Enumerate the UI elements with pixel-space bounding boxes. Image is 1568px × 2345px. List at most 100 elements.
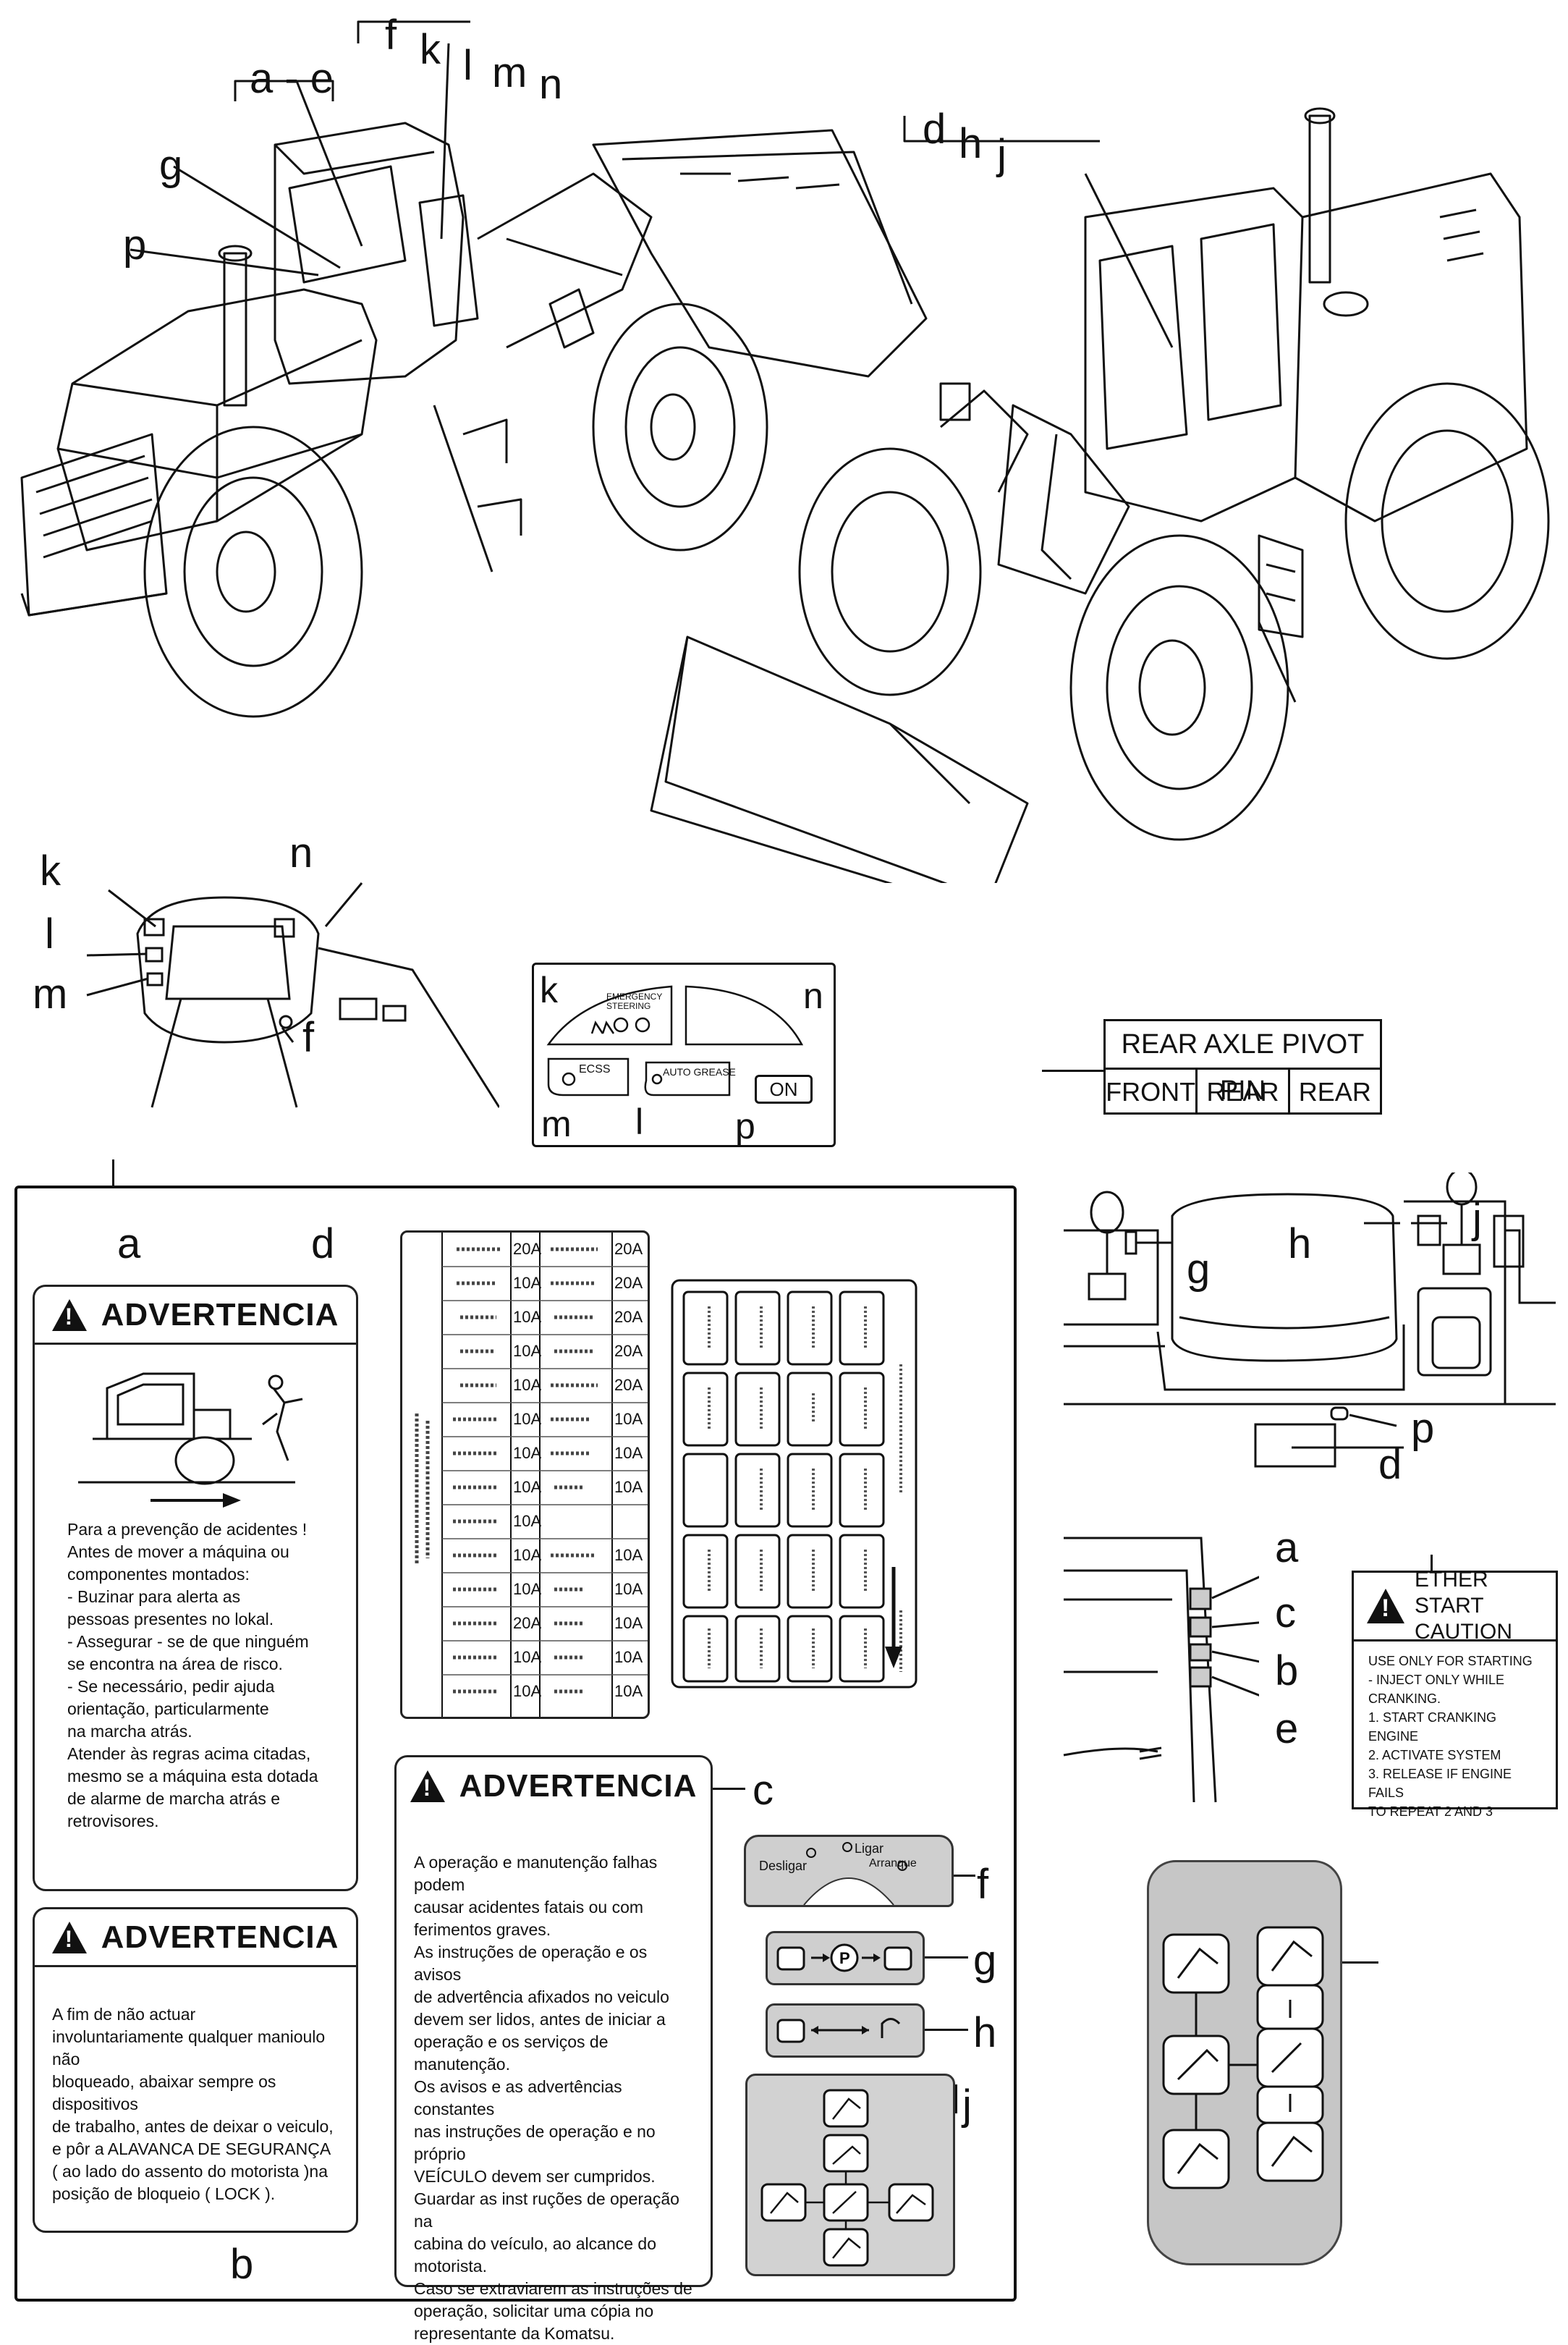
panel-callout-c: c xyxy=(753,1767,774,1814)
callout-a-e: a - e xyxy=(250,55,334,102)
decal-sheet-leader xyxy=(112,1159,114,1187)
fuse-right-12: 10A xyxy=(614,1614,643,1632)
key-switch-arc xyxy=(803,1842,907,1905)
key-switch-leader xyxy=(954,1875,975,1877)
dashboard-sketch xyxy=(86,882,499,1108)
fuse-table-d: 20A 10A 10A 10A 10A 10A 10A 10A 10A 10A … xyxy=(400,1230,650,1719)
warning-c-leader xyxy=(713,1788,745,1790)
panel-callout-b: b xyxy=(230,2241,254,2288)
cab-interior-sketch xyxy=(1064,1172,1556,1468)
warning-decal-a: ADVERTENCIA Para a prevenção de acidente… xyxy=(33,1285,358,1891)
key-switch-on-label: Ligar xyxy=(855,1841,884,1856)
callout-h: h xyxy=(959,120,983,167)
rear-axle-pivot-pin-label: REAR AXLE PIVOT PIN FRONT REAR REAR xyxy=(1103,1019,1382,1115)
lock-to-unlock-icon: P xyxy=(776,1943,912,1972)
side-panel-sketch xyxy=(1063,1537,1259,1803)
warning-triangle-icon xyxy=(410,1770,445,1802)
side-callout-b: b xyxy=(1275,1647,1299,1694)
warning-triangle-icon xyxy=(51,1921,87,1953)
caution-triangle-icon xyxy=(1367,1589,1404,1623)
warning-b-header: ADVERTENCIA xyxy=(35,1909,356,1967)
panel-callout-g: g xyxy=(973,1937,997,1984)
loader-rear-view xyxy=(20,122,928,718)
dash-callout-l: l xyxy=(45,910,54,958)
reversing-machine-pictogram xyxy=(78,1372,303,1508)
fuse-left-12: 20A xyxy=(513,1614,542,1632)
fuse-right-13: 10A xyxy=(614,1648,643,1666)
joystick-plate-icons xyxy=(1162,1926,1324,2189)
fuse-left-10: 10A xyxy=(513,1546,542,1564)
dash-callout-f: f xyxy=(302,1014,315,1061)
callout-n: n xyxy=(539,61,563,108)
panel-callout-h: h xyxy=(973,2009,997,2056)
rear-axle-title: REAR AXLE PIVOT PIN xyxy=(1106,1021,1380,1106)
fuse-right-2: 20A xyxy=(614,1274,643,1292)
callout-g: g xyxy=(159,142,183,189)
switch-callout-m: m xyxy=(541,1104,572,1144)
callout-l: l xyxy=(463,42,472,89)
fuse-left-6: 10A xyxy=(513,1410,542,1428)
ecss-label: ECSS xyxy=(579,1063,611,1076)
cab-callout-p: p xyxy=(1411,1405,1435,1452)
callout-j: j xyxy=(997,131,1007,178)
parking-lever-decal-g: P xyxy=(766,1931,925,1985)
warning-b-title: ADVERTENCIA xyxy=(101,1919,339,1955)
switch-callout-p: p xyxy=(735,1106,755,1146)
warning-decal-b: ADVERTENCIA A fim de não actuar involunt… xyxy=(33,1907,358,2233)
panel-callout-a: a xyxy=(117,1220,141,1267)
ether-caution-title-2: CAUTION xyxy=(1415,1620,1512,1644)
switch-panel-shapes xyxy=(546,985,804,1097)
fuse-left-5: 10A xyxy=(513,1376,542,1394)
ether-caution-header: ETHER START CAUTION xyxy=(1354,1568,1556,1644)
ether-start-caution-decal: ETHER START CAUTION USE ONLY FOR STARTIN… xyxy=(1352,1568,1558,1819)
warning-a-title: ADVERTENCIA xyxy=(101,1296,339,1332)
ether-caution-title-1: ETHER START xyxy=(1415,1568,1488,1618)
fuse-table-grid xyxy=(415,1233,648,1717)
ether-caution-leader xyxy=(1431,1555,1433,1571)
fuse-right-7: 10A xyxy=(614,1444,643,1462)
warning-triangle-icon xyxy=(51,1298,87,1331)
fuse-left-13: 10A xyxy=(513,1648,542,1666)
loader-illustrations xyxy=(20,20,1550,883)
callout-p: p xyxy=(123,221,147,269)
rear-axle-cell-rear-2: REAR xyxy=(1298,1077,1371,1107)
joystick-pattern-decal-j xyxy=(745,2074,955,2276)
cab-callout-g: g xyxy=(1187,1246,1211,1293)
on-button[interactable]: ON xyxy=(755,1075,813,1104)
svg-text:P: P xyxy=(839,1949,850,1967)
fuse-left-8: 10A xyxy=(513,1478,542,1496)
fuse-left-1: 20A xyxy=(513,1240,542,1258)
panel-callout-d: d xyxy=(311,1220,335,1267)
fuse-right-3: 20A xyxy=(614,1308,643,1326)
cab-callout-h: h xyxy=(1288,1220,1312,1267)
fuse-left-7: 10A xyxy=(513,1444,542,1462)
callout-f: f xyxy=(385,12,397,59)
rear-axle-leader xyxy=(1042,1070,1106,1072)
joystick-pattern-leader xyxy=(955,2084,957,2113)
fuse-right-11: 10A xyxy=(614,1580,643,1598)
cab-callout-j: j xyxy=(1472,1195,1482,1242)
lock-lever-leader xyxy=(925,2029,968,2031)
fuse-left-9: 10A xyxy=(513,1512,542,1530)
lock-lever-decal-h xyxy=(766,2003,925,2058)
fuse-left-4: 10A xyxy=(513,1342,542,1360)
joystick-pattern-plate xyxy=(1147,1860,1342,2265)
emergency-steering-label: EMERGENCY STEERING xyxy=(606,992,663,1011)
warning-a-header: ADVERTENCIA xyxy=(35,1287,356,1345)
lock-unlock-icon xyxy=(776,2018,901,2043)
panel-callout-f: f xyxy=(977,1861,989,1908)
side-callout-a: a xyxy=(1275,1524,1299,1571)
dash-callout-m: m xyxy=(33,971,68,1018)
loader-front-view xyxy=(650,107,1550,883)
warning-c-header: ADVERTENCIA xyxy=(397,1757,711,1815)
joystick-pattern-icons xyxy=(760,2089,934,2267)
dash-callout-n: n xyxy=(289,829,313,876)
side-callout-c: c xyxy=(1275,1589,1296,1636)
joystick-plate-leader xyxy=(1342,1961,1378,1964)
cab-callout-d: d xyxy=(1378,1441,1402,1488)
fuse-right-4: 20A xyxy=(614,1342,643,1360)
fuse-right-8: 10A xyxy=(614,1478,643,1496)
fuse-left-11: 10A xyxy=(513,1580,542,1598)
switch-callout-k: k xyxy=(540,970,558,1010)
fuse-right-14: 10A xyxy=(614,1682,643,1700)
